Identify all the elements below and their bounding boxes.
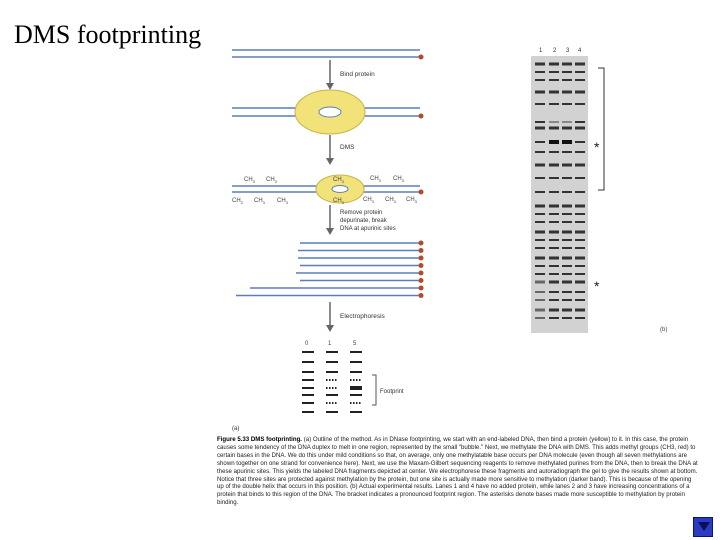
methyl-label: CH3	[363, 197, 375, 204]
end-label	[418, 248, 424, 253]
arrow-dms	[326, 135, 334, 165]
end-label	[418, 278, 424, 283]
step-remove-line2: depurinate, break	[340, 218, 388, 224]
arrow-remove	[326, 205, 334, 235]
gel-bands	[535, 62, 585, 319]
step-remove-line3: DNA at apurinic sites	[340, 226, 396, 232]
methyl-label: CH3	[254, 198, 266, 205]
methyl-labels: CH3 CH3 CH3 CH3 CH3 CH3 CH3 CH3 CH3 CH3 …	[232, 176, 418, 205]
dna-with-protein	[232, 89, 424, 135]
slide-title: DMS footprinting	[14, 20, 202, 49]
lane-label-0: 0	[305, 341, 309, 347]
lane-label-1: 1	[328, 341, 332, 347]
figure-label: Figure 5.33	[217, 436, 250, 443]
figure-caption: Figure 5.33 DMS footprinting. (a) Outlin…	[217, 436, 699, 507]
arrow-electrophoresis	[326, 302, 334, 332]
dna-fragments	[236, 240, 424, 298]
footprint-bracket	[372, 374, 377, 406]
methyl-label: CH3	[277, 198, 289, 205]
step-bind-label: Bind protein	[340, 71, 375, 78]
methyl-label: CH3	[244, 177, 256, 184]
step-dms-label: DMS	[340, 144, 355, 151]
asterisk-upper: *	[594, 139, 600, 155]
gel-bracket	[598, 67, 605, 191]
caption-text: (a) Outline of the method. As in DNase f…	[217, 436, 698, 507]
methyl-label: CH3	[266, 177, 278, 184]
panel-b-label: (b)	[660, 327, 667, 333]
methyl-label: CH3	[406, 197, 418, 204]
methyl-label: CH3	[232, 198, 244, 205]
methylated-dna	[232, 174, 424, 204]
step-remove-line1: Remove protein	[340, 210, 382, 216]
figure-title: DMS footprinting.	[250, 436, 302, 443]
dna-duplex-top	[232, 49, 424, 60]
end-label	[418, 240, 424, 246]
gel-lane-1: 1	[539, 48, 543, 54]
gel-lane-2: 2	[553, 48, 557, 54]
end-label	[418, 270, 424, 276]
asterisk-lower: *	[594, 278, 600, 294]
down-arrow-icon[interactable]	[693, 517, 713, 537]
methyl-label: CH3	[333, 198, 345, 205]
methyl-label: CH3	[393, 176, 405, 183]
end-label	[418, 293, 424, 298]
footprint-label: Footprint	[380, 389, 404, 395]
step-electro-label: Electrophoresis	[340, 313, 386, 320]
end-label	[418, 263, 424, 268]
methyl-label: CH3	[333, 177, 345, 184]
lane-label-5: 5	[353, 341, 357, 347]
gel-background	[531, 56, 588, 333]
end-label	[418, 255, 424, 261]
gel-lane-4: 4	[578, 48, 582, 54]
arrow-bind	[326, 60, 334, 90]
gel-lane-3: 3	[566, 48, 570, 54]
methyl-label: CH3	[385, 197, 397, 204]
mini-gel-bands	[302, 351, 362, 413]
end-label	[418, 285, 424, 291]
methyl-label: CH3	[370, 176, 382, 183]
panel-a-label: (a)	[232, 426, 239, 432]
